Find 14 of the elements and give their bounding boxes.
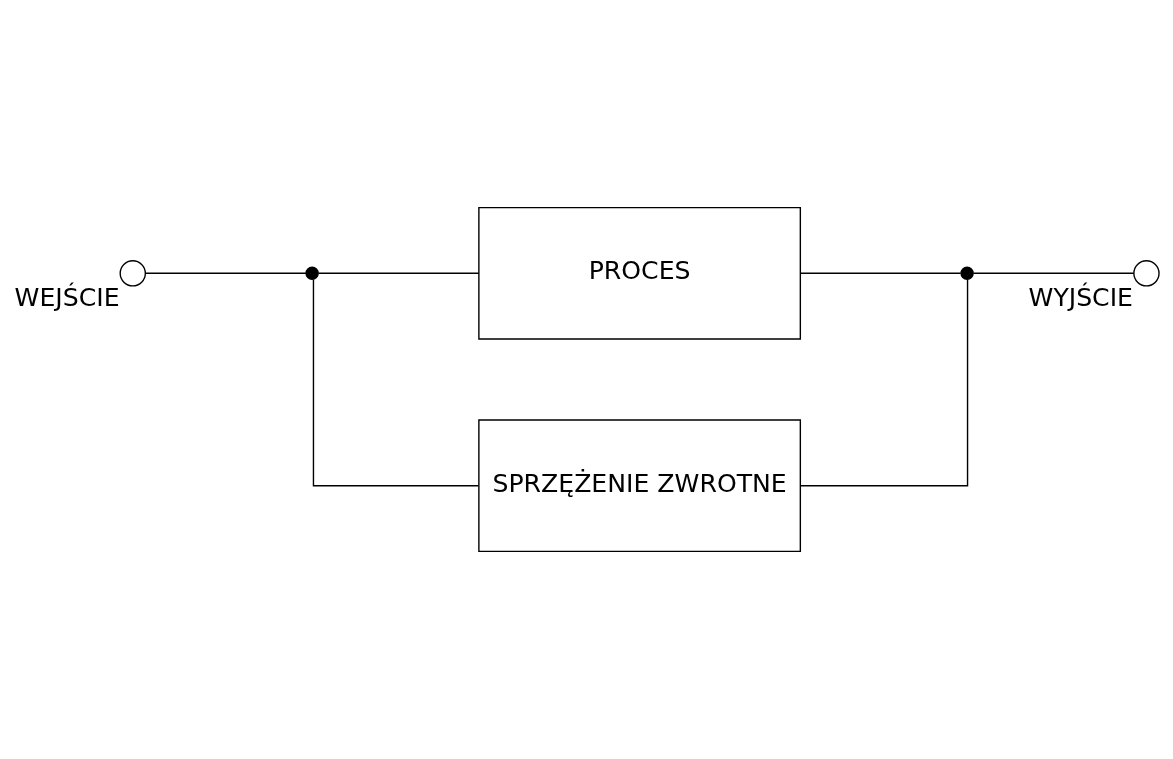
connector: [144, 272, 307, 274]
connector: [972, 272, 1135, 274]
connector: [799, 272, 962, 274]
node-circle: [1133, 260, 1160, 287]
connector: [312, 278, 480, 487]
node-box: SPRZĘŻENIE ZWROTNE: [478, 419, 802, 553]
connector: [317, 272, 480, 274]
connector: [800, 278, 969, 487]
node-label: WYJŚCIE: [1028, 282, 1133, 312]
node-dot: [960, 266, 974, 280]
node-box: PROCES: [478, 206, 802, 340]
node-label: WEJŚCIE: [14, 282, 120, 312]
node-dot: [305, 266, 319, 280]
node-circle: [119, 260, 147, 287]
